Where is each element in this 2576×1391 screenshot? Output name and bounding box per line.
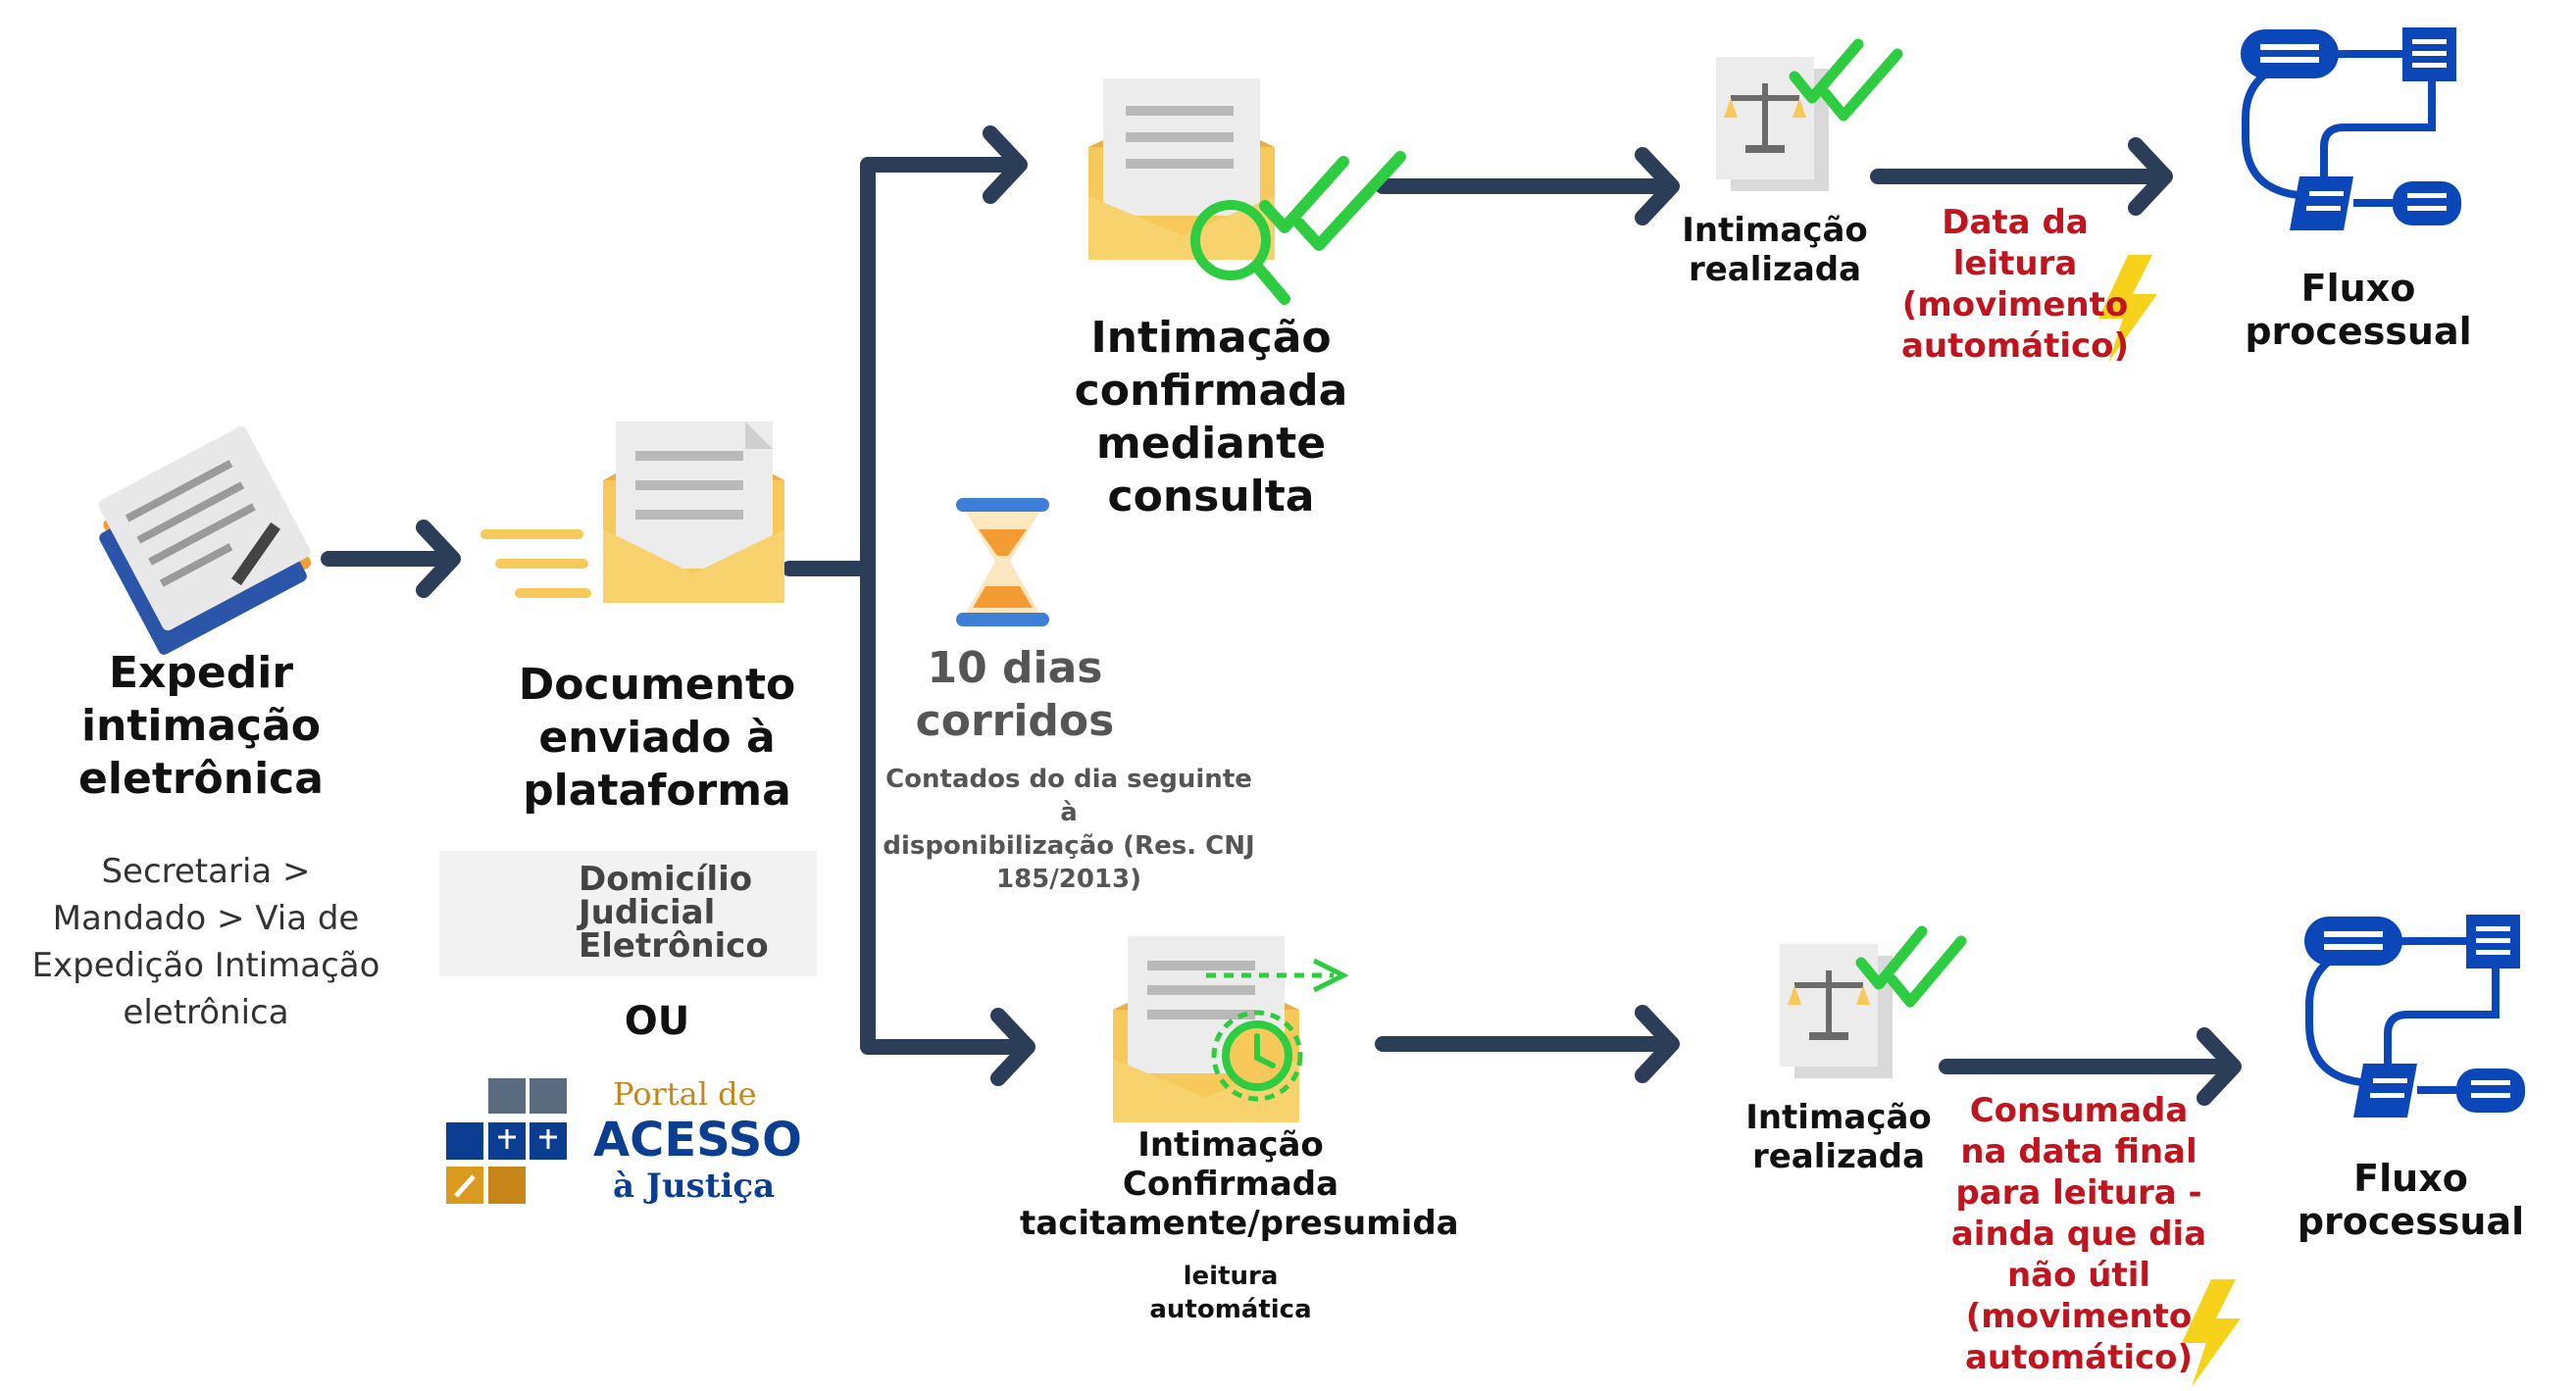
process-flow-icon-bottom bbox=[2304, 915, 2525, 1118]
arrow-bottom-to-result bbox=[1375, 1013, 1672, 1075]
portal-logo-line1: Portal de bbox=[613, 1075, 757, 1113]
envelope-sent-icon bbox=[480, 422, 784, 603]
branch-connector bbox=[782, 133, 1028, 1078]
wait-days: 10 dias corridos bbox=[915, 643, 1115, 746]
scales-document-icon bbox=[1716, 57, 1829, 191]
portal-logo-line3: à Justiça bbox=[613, 1167, 776, 1206]
start-title: Expedir intimação eletrônica bbox=[78, 648, 324, 804]
domicilio-logo-line1: Domicílio bbox=[579, 860, 753, 899]
bottom-movement-label: Consumada na data final para leitura - a… bbox=[1950, 1091, 2207, 1377]
domicilio-logo-line2: Judicial bbox=[579, 893, 716, 932]
document-title: Documento enviado à plataforma bbox=[518, 660, 796, 816]
bottom-branch-label: Intimação Confirmada tacitamente/presumi… bbox=[1020, 1125, 1459, 1243]
process-flow-icon bbox=[2241, 27, 2461, 230]
bottom-result-label: Intimação realizada bbox=[1745, 1098, 1932, 1176]
wait-note: Contados do dia seguinte à disponibiliza… bbox=[883, 765, 1255, 894]
or-label: OU bbox=[624, 999, 690, 1044]
arrow-top-to-result bbox=[1375, 155, 1672, 218]
arrow-start-to-document bbox=[321, 527, 453, 590]
bottom-branch-sub: leitura automática bbox=[1149, 1262, 1312, 1324]
papers-icon bbox=[98, 426, 311, 655]
double-check-icon-result-bottom bbox=[1855, 925, 1967, 1008]
lightning-icon-bottom bbox=[2182, 1279, 2241, 1387]
double-check-icon-result bbox=[1789, 38, 1903, 122]
start-path: Secretaria > Mandado > Via de Expedição … bbox=[31, 852, 380, 1032]
arrow-bottom-result-to-flow bbox=[1939, 1035, 2234, 1098]
top-movement-label: Data da leitura (movimento automático) bbox=[1900, 203, 2130, 366]
scales-document-icon-bottom bbox=[1780, 944, 1893, 1078]
top-branch-label: Intimação confirmada mediante consulta bbox=[1074, 313, 1348, 522]
portal-logo-line2: ACESSO bbox=[593, 1113, 802, 1167]
hourglass-icon bbox=[956, 498, 1049, 626]
lightning-icon bbox=[2098, 255, 2157, 363]
envelope-consulted-icon bbox=[1088, 78, 1290, 305]
top-flow-label: Fluxo processual bbox=[2245, 267, 2472, 353]
arrow-top-result-to-flow bbox=[1870, 145, 2165, 208]
top-result-label: Intimação realizada bbox=[1682, 211, 1868, 289]
portal-acesso-grid-icon bbox=[446, 1078, 567, 1204]
bottom-flow-label: Fluxo processual bbox=[2297, 1157, 2525, 1243]
envelope-tacit-icon bbox=[1113, 936, 1349, 1122]
domicilio-logo bbox=[439, 851, 817, 976]
double-check-icon bbox=[1259, 151, 1406, 251]
domicilio-logo-line3: Eletrônico bbox=[579, 926, 769, 966]
